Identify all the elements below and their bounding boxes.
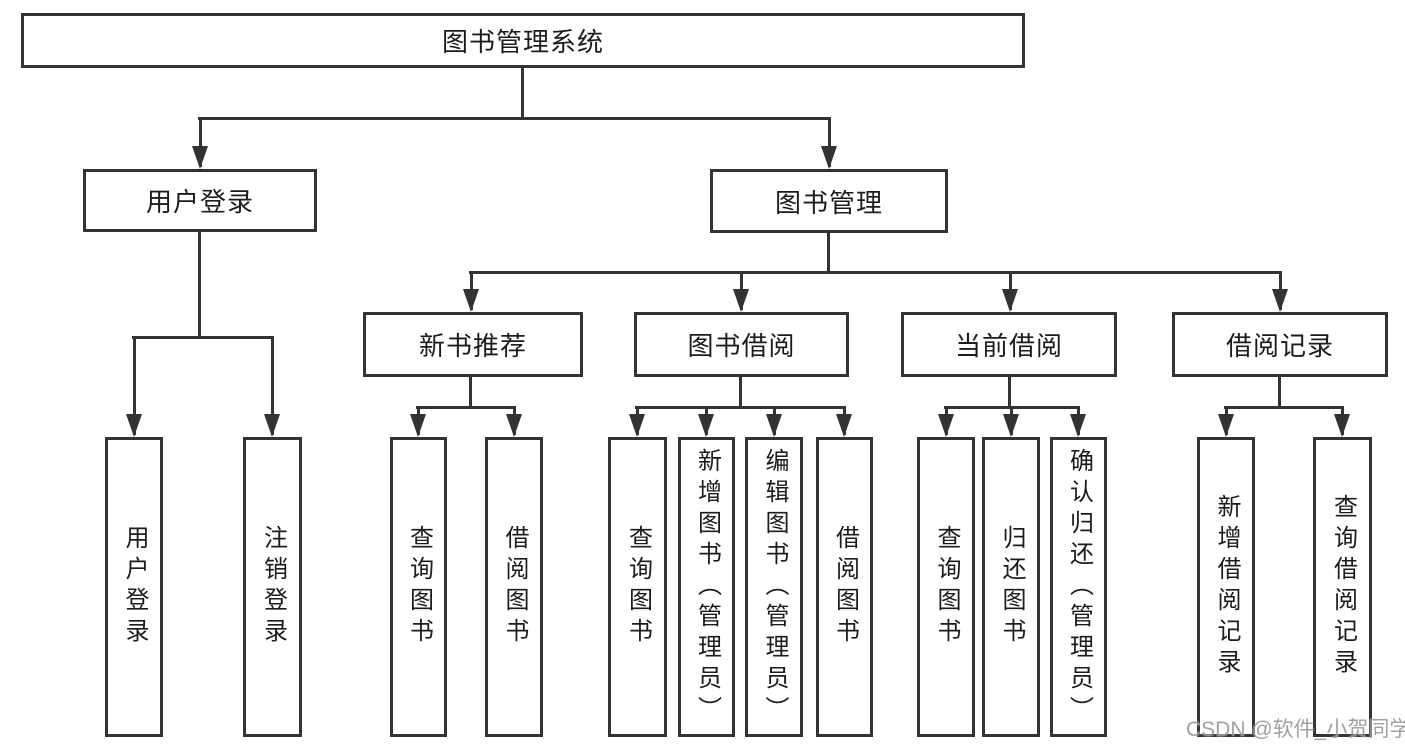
- leaf-borrow-book-borrowing: 借阅图书: [816, 437, 873, 737]
- leaf-query-borrow-record: 查询借阅记录: [1313, 437, 1372, 737]
- arrow-to-leaf-confirm-return: [1070, 406, 1086, 437]
- arrow-to-leaf-borrow-book-1: [506, 406, 522, 437]
- connector-book-mgmt-stem: [827, 232, 830, 274]
- arrow-to-leaf-edit-book: [766, 406, 782, 437]
- arrowhead-icon: [1218, 414, 1234, 437]
- arrowhead-icon: [192, 146, 208, 169]
- leaf-edit-book-admin: 编辑图书（管理员）: [745, 437, 803, 737]
- leaf-confirm-return-admin: 确认归还（管理员）: [1050, 437, 1107, 737]
- arrowhead-icon: [1003, 414, 1019, 437]
- leaf-logout: 注销登录: [243, 437, 302, 737]
- arrowhead-icon: [836, 414, 852, 437]
- arrowhead-icon: [463, 289, 479, 312]
- arrowhead-icon: [264, 414, 280, 437]
- leaf-query-book-recommend: 查询图书: [390, 437, 447, 737]
- arrow-to-book-borrow: [733, 271, 749, 312]
- connector-borrow-records-rail: [1224, 406, 1344, 409]
- arrow-to-new-book: [463, 271, 479, 312]
- arrowhead-icon: [1334, 414, 1350, 437]
- arrow-to-leaf-query-book-3: [938, 406, 954, 437]
- arrowhead-icon: [1070, 414, 1086, 437]
- arrowhead-icon: [698, 414, 714, 437]
- leaf-user-login: 用户登录: [105, 437, 163, 737]
- leaf-add-book-admin: 新增图书（管理员）: [678, 437, 735, 737]
- arrowhead-icon: [506, 414, 522, 437]
- arrow-to-leaf-return-book: [1003, 406, 1019, 437]
- arrow-to-book-mgmt: [821, 117, 837, 169]
- arrow-to-leaf-query-book-1: [410, 406, 426, 437]
- connector-new-book-stem: [469, 377, 472, 409]
- node-borrowing-records: 借阅记录: [1172, 312, 1388, 377]
- arrow-to-leaf-borrow-book-2: [836, 406, 852, 437]
- leaf-borrow-book-recommend: 借阅图书: [485, 437, 543, 737]
- connector-new-book-rail: [416, 406, 516, 409]
- connector-root-stem: [521, 68, 524, 120]
- arrow-to-leaf-add-record: [1218, 406, 1234, 437]
- connector-user-login-rail: [132, 336, 273, 339]
- arrow-to-leaf-user-login: [126, 336, 142, 437]
- node-book-management: 图书管理: [710, 169, 948, 233]
- connector-book-borrow-stem: [739, 377, 742, 409]
- node-current-borrowing: 当前借阅: [901, 312, 1117, 377]
- node-book-borrowing: 图书借阅: [634, 312, 849, 377]
- leaf-add-borrow-record: 新增借阅记录: [1197, 437, 1255, 737]
- connector-book-borrow-rail: [635, 406, 846, 409]
- arrowhead-icon: [410, 414, 426, 437]
- node-new-book-recommend: 新书推荐: [363, 312, 583, 377]
- node-library-system: 图书管理系统: [21, 13, 1025, 68]
- arrowhead-icon: [1272, 289, 1288, 312]
- arrowhead-icon: [629, 414, 645, 437]
- arrowhead-icon: [766, 414, 782, 437]
- leaf-query-book-borrowing: 查询图书: [608, 437, 667, 737]
- arrow-to-current-borrow: [1002, 271, 1018, 312]
- arrow-to-leaf-query-record: [1334, 406, 1350, 437]
- arrow-to-user-login: [192, 117, 208, 169]
- leaf-query-book-current: 查询图书: [917, 437, 975, 737]
- arrow-to-leaf-query-book-2: [629, 406, 645, 437]
- arrowhead-icon: [821, 146, 837, 169]
- arrowhead-icon: [733, 289, 749, 312]
- leaf-return-book: 归还图书: [982, 437, 1040, 737]
- connector-borrow-records-stem: [1278, 377, 1281, 409]
- connector-user-login-stem: [198, 232, 201, 339]
- arrowhead-icon: [1002, 289, 1018, 312]
- arrow-to-leaf-logout: [264, 336, 280, 437]
- arrowhead-icon: [126, 414, 142, 437]
- connector-level3-rail: [469, 271, 1282, 274]
- node-user-login: 用户登录: [83, 169, 317, 232]
- connector-current-borrow-stem: [1008, 377, 1011, 409]
- arrow-to-borrow-records: [1272, 271, 1288, 312]
- connector-level2-rail: [198, 117, 831, 120]
- watermark: CSDN @软件_小贺同学: [1186, 718, 1405, 741]
- arrowhead-icon: [938, 414, 954, 437]
- arrow-to-leaf-add-book: [698, 406, 714, 437]
